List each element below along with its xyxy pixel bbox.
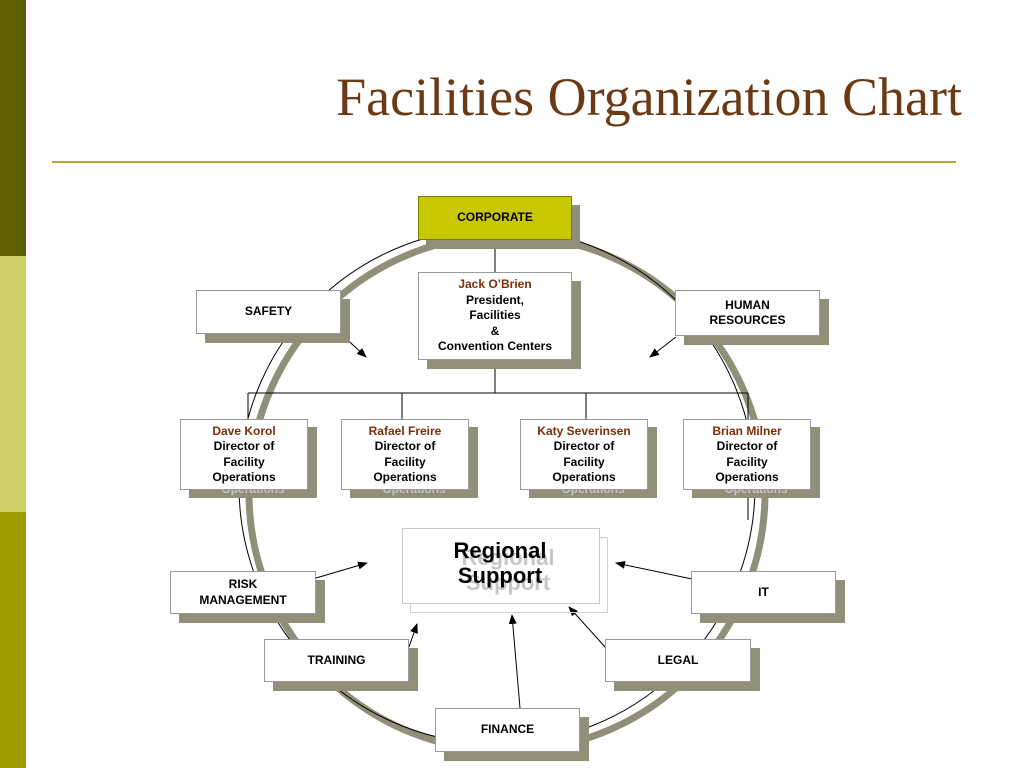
director-2-name: Rafael Freire <box>368 423 442 438</box>
risk-arrow <box>315 561 368 579</box>
director-3-line3: Operations <box>552 470 616 484</box>
training-label: TRAINING <box>307 652 366 667</box>
hr-box: HUMAN RESOURCES <box>675 290 820 336</box>
director-3-line1: Director of <box>553 439 615 453</box>
president-line2: Facilities <box>469 308 521 323</box>
director-4-box: Brian Milner Director of Facility Operat… <box>683 419 811 490</box>
stripe-light <box>0 256 26 512</box>
director-2-box: Rafael Freire Director of Facility Opera… <box>341 419 469 490</box>
legal-box: LEGAL <box>605 639 751 682</box>
director-2-line1: Director of <box>374 439 436 453</box>
regional-support-ghost-text: Regional Support <box>410 545 606 595</box>
stripe-mid <box>0 512 26 768</box>
regional-ghost-line1: Regional <box>461 545 555 570</box>
regional-support-box <box>402 528 600 604</box>
regional-line2: Support <box>457 563 543 588</box>
director-2-line3: Operations <box>373 470 437 484</box>
regional-ghost-line2: Support <box>465 570 551 595</box>
director-4-line2: Facility <box>726 454 768 469</box>
legal-arrow <box>568 606 607 649</box>
director-3-line2: Facility <box>563 454 605 469</box>
director-3-box: Katy Severinsen Director of Facility Ope… <box>520 419 648 490</box>
director-4-line3: Operations <box>715 470 779 484</box>
president-name: Jack O’Brien <box>458 277 532 292</box>
director-2-line2: Facility <box>384 454 426 469</box>
director-1-line3: Operations <box>212 470 276 484</box>
training-arrow <box>408 623 418 648</box>
risk-line2: MANAGEMENT <box>199 592 287 607</box>
director-4-name: Brian Milner <box>712 423 782 438</box>
hr-line1: HUMAN <box>725 297 770 312</box>
training-box: TRAINING <box>264 639 409 682</box>
it-label: IT <box>758 584 769 599</box>
finance-box: FINANCE <box>435 708 580 752</box>
stripe-dark <box>0 0 26 256</box>
page-title: Facilities Organization Chart <box>336 67 962 127</box>
regional-line1: Regional <box>453 538 547 563</box>
title-rule <box>52 161 956 163</box>
it-arrow <box>615 560 693 580</box>
it-box: IT <box>691 571 836 614</box>
safety-box: SAFETY <box>196 290 341 334</box>
risk-box: RISK MANAGEMENT <box>170 571 316 614</box>
safety-label: SAFETY <box>244 304 293 319</box>
director-1-name: Dave Korol <box>212 423 276 438</box>
president-line4: Convention Centers <box>437 339 552 354</box>
president-line1: President, <box>465 292 525 307</box>
regional-support-label: Regional Support <box>402 538 598 588</box>
director-1-line1: Director of <box>213 439 275 453</box>
legal-label: LEGAL <box>657 652 699 667</box>
director-4-line1: Director of <box>716 439 778 453</box>
hr-arrow <box>649 336 677 358</box>
corporate-label: CORPORATE <box>457 210 533 225</box>
director-1-line2: Facility <box>223 454 265 469</box>
hr-line2: RESOURCES <box>709 313 786 327</box>
president-box: Jack O’Brien President, Facilities & Con… <box>418 272 572 360</box>
director-3-name: Katy Severinsen <box>537 423 631 438</box>
risk-line1: RISK <box>228 577 258 591</box>
corporate-box: CORPORATE <box>418 196 572 240</box>
finance-arrow <box>508 614 521 709</box>
finance-label: FINANCE <box>480 722 535 737</box>
director-1-box: Dave Korol Director of Facility Operatio… <box>180 419 308 490</box>
president-line3: & <box>490 323 500 338</box>
